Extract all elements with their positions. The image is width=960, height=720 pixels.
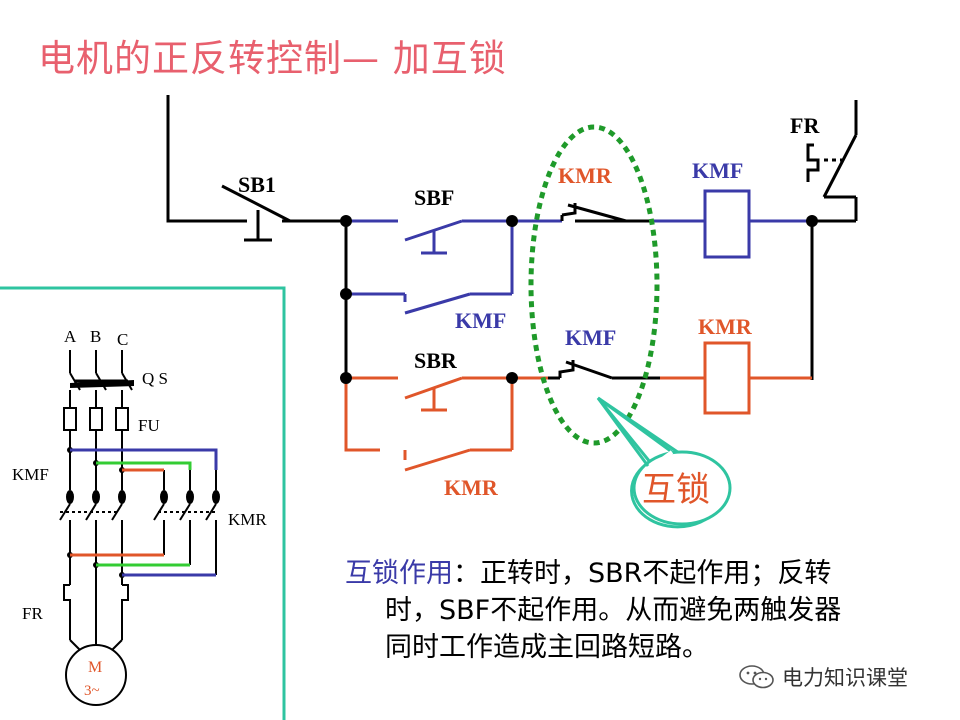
label-fu: FU: [138, 416, 160, 435]
label-kmr-interlock: KMR: [558, 163, 613, 188]
label-phase-a: A: [64, 327, 77, 346]
fr-control-contact: [806, 100, 858, 199]
note-line3: 同时工作造成主回路短路。: [385, 632, 709, 663]
label-sbr: SBR: [414, 348, 458, 373]
main-circuit: [0, 286, 286, 720]
label-fr-control: FR: [790, 113, 820, 138]
interlock-ellipse: [528, 124, 660, 446]
kmf-interlock-contact: [548, 360, 660, 380]
label-interlock-callout: 互锁: [642, 470, 710, 510]
label-kmf-interlock: KMF: [565, 325, 616, 350]
junction-dots: [340, 215, 818, 384]
label-kmf-hold: KMF: [455, 308, 506, 333]
label-motor-m: M: [88, 659, 102, 676]
label-sb1: SB1: [238, 172, 276, 197]
watermark: 电力知识课堂: [738, 662, 908, 692]
label-phase-c: C: [117, 330, 128, 349]
label-qs: Q S: [142, 369, 168, 388]
label-kmr-hold: KMR: [444, 475, 499, 500]
label-motor-3: 3~: [84, 683, 100, 699]
note-line1: ：正转时，SBR不起作用；反转: [453, 558, 832, 589]
note-line2: 时，SBF不起作用。从而避免两触发器: [385, 595, 842, 626]
sb1-contact: [221, 184, 346, 242]
note-head: 互锁作用: [345, 558, 453, 589]
label-kmr-main: KMR: [228, 510, 267, 529]
kmr-interlock-contact: [560, 203, 627, 223]
label-sbf: SBF: [414, 185, 454, 210]
label-fr-main: FR: [22, 604, 43, 623]
control-circuit: [166, 95, 858, 529]
label-phase-b: B: [90, 327, 101, 346]
wechat-icon: [739, 665, 774, 689]
label-kmf-main: KMF: [12, 465, 49, 484]
label-kmr-coil: KMR: [698, 314, 753, 339]
page-title: 电机的正反转控制— 加互锁: [38, 37, 507, 80]
interlock-explanation: 互锁作用：正转时，SBR不起作用；反转 时，SBF不起作用。从而避免两触发器 同…: [345, 555, 935, 666]
watermark-text: 电力知识课堂: [782, 666, 908, 690]
label-kmf-coil: KMF: [692, 158, 743, 183]
forward-branch: [346, 189, 812, 315]
reverse-branch: [344, 341, 812, 472]
